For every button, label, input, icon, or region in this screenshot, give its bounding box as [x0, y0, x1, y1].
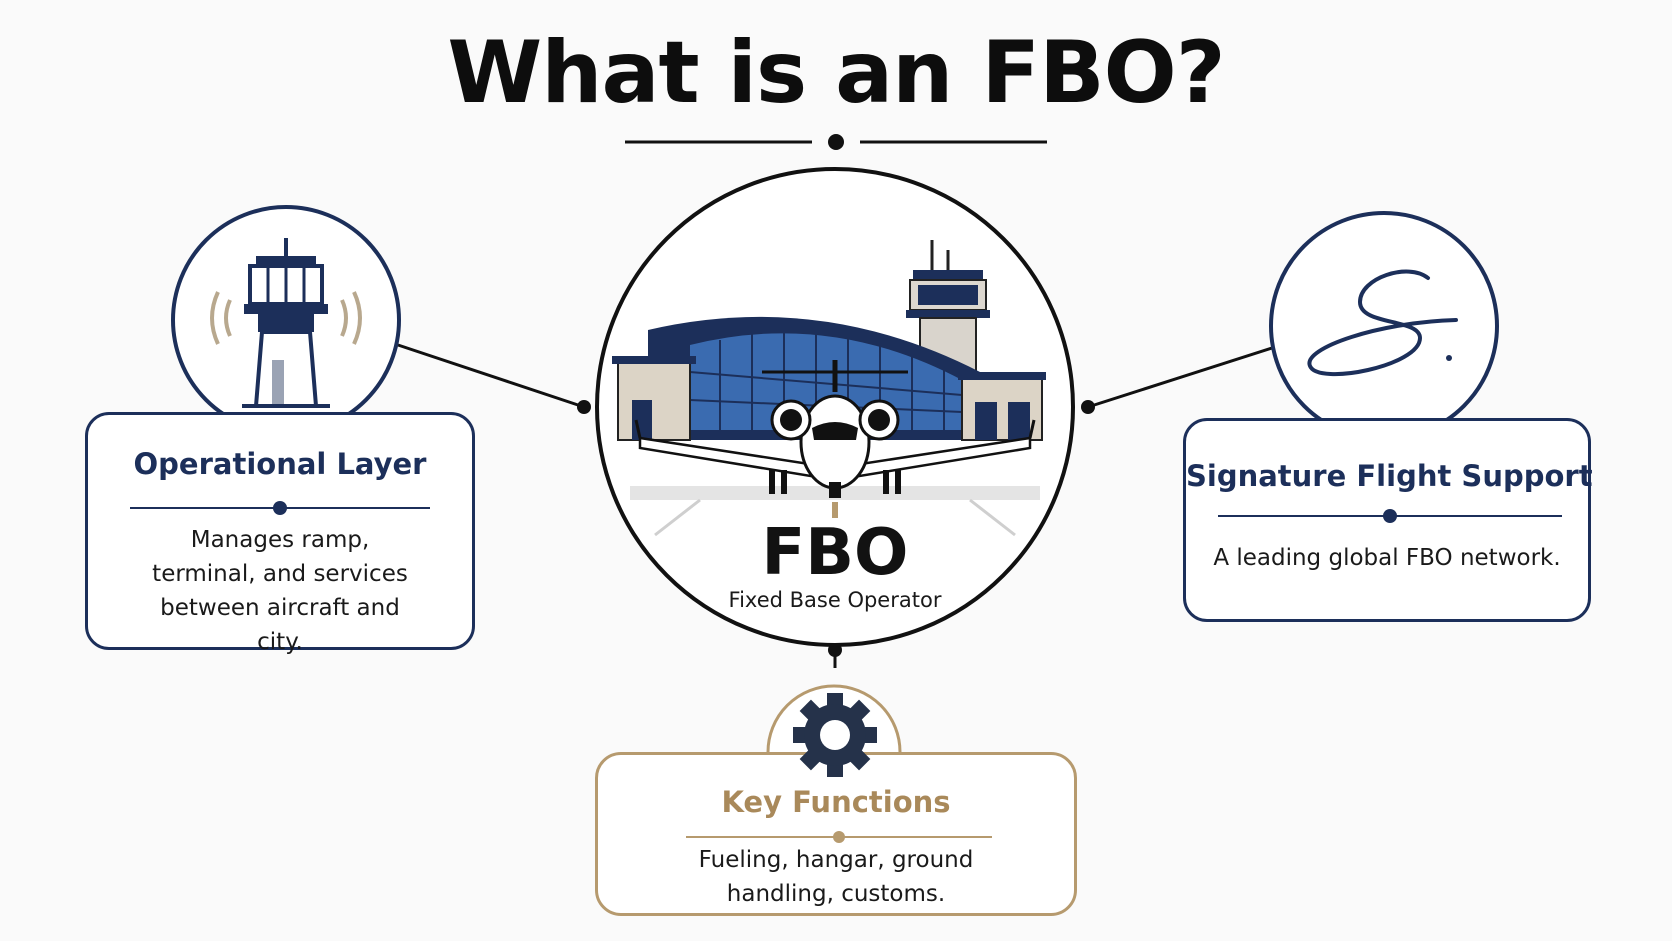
- fbo-label: FBO: [761, 516, 909, 590]
- fbo-building-icon: [612, 240, 1046, 537]
- key-functions-title: Key Functions: [721, 785, 951, 819]
- operational-layer-description: Manages ramp, terminal, and services bet…: [152, 527, 408, 655]
- connector-right: [1081, 346, 1273, 414]
- signature-flight-support-description: A leading global FBO network.: [1213, 545, 1561, 571]
- page-title: What is an FBO?: [447, 23, 1225, 123]
- signature-icon-circle: [1269, 211, 1499, 441]
- key-functions-divider: [686, 831, 992, 843]
- operational-layer-card: Operational Layer Manages ramp, terminal…: [85, 412, 475, 655]
- key-functions-card: Key Functions Fueling, hangar, ground ha…: [595, 752, 1077, 916]
- signature-divider: [1218, 509, 1562, 523]
- signature-flight-support-card: Signature Flight Support A leading globa…: [1183, 418, 1593, 622]
- operational-divider: [130, 501, 430, 515]
- signature-logo-icon: [1307, 269, 1458, 377]
- operational-layer-title: Operational Layer: [133, 447, 427, 481]
- control-tower-icon: [210, 238, 362, 408]
- signature-flight-support-title: Signature Flight Support: [1186, 459, 1593, 493]
- title-divider: [625, 134, 1047, 150]
- connector-left: [397, 343, 591, 414]
- key-functions-description: Fueling, hangar, ground handling, custom…: [698, 847, 974, 907]
- fbo-sublabel: Fixed Base Operator: [728, 588, 942, 612]
- gear-icon: [793, 693, 877, 777]
